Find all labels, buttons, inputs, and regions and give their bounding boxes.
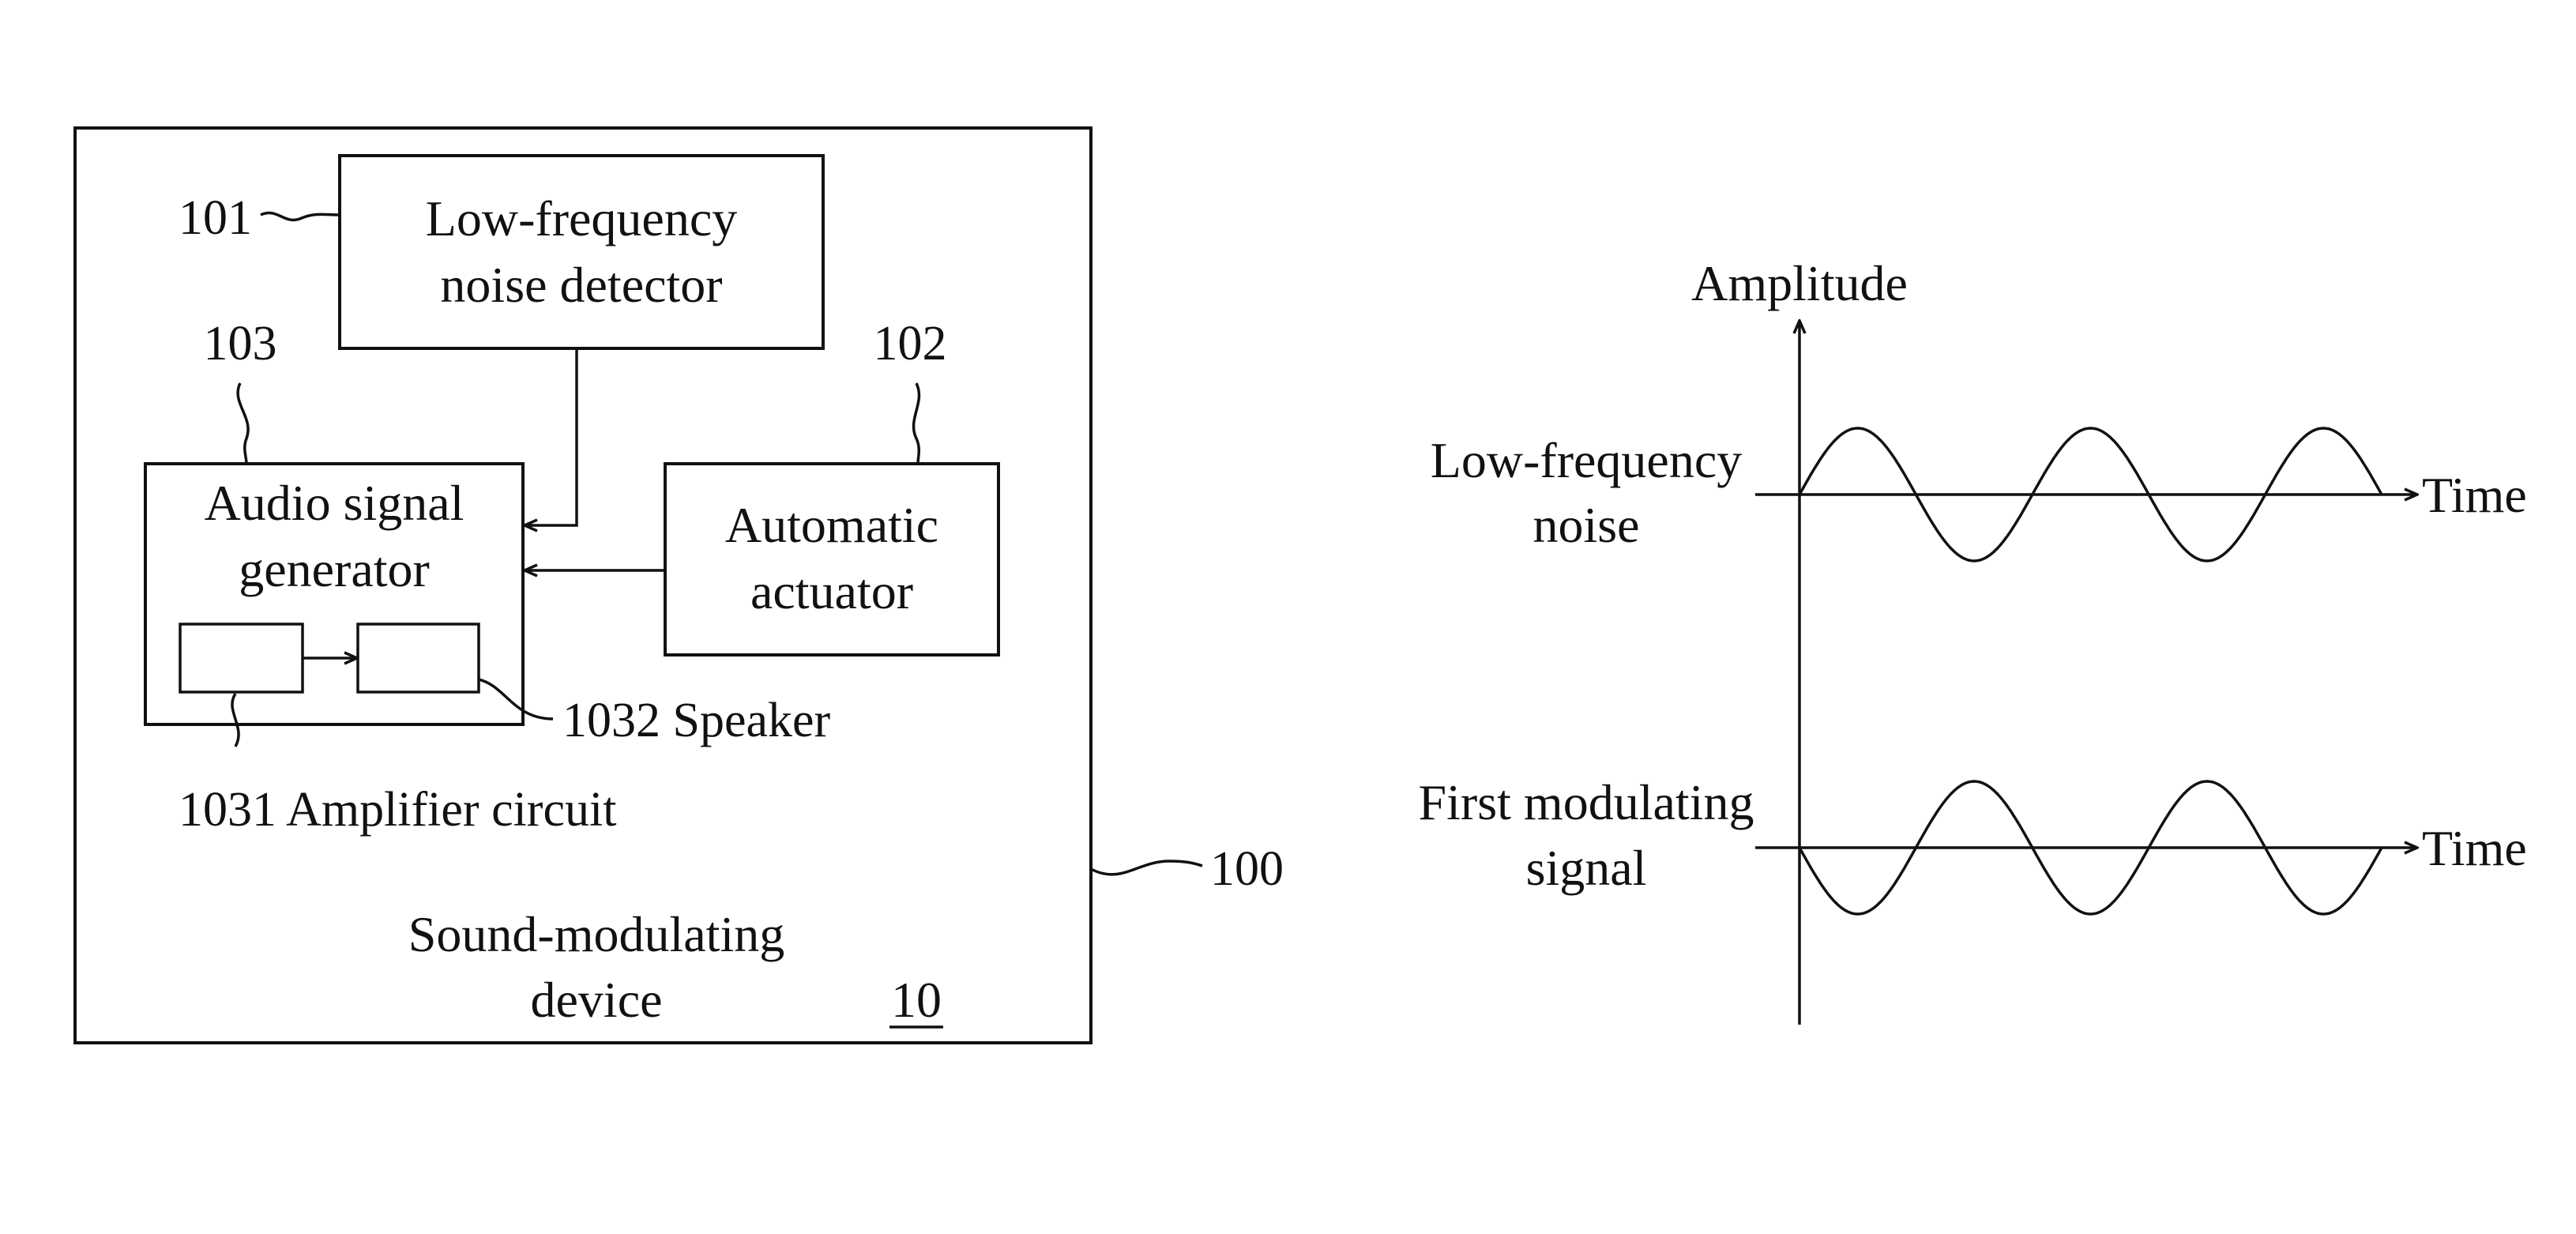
top-signal-label-line2: noise (1532, 497, 1639, 553)
device-number: 10 (891, 972, 942, 1028)
ref-102-leader (914, 383, 919, 464)
automatic-actuator-label-line2: actuator (750, 563, 913, 619)
speaker-label: 1032 Speaker (562, 694, 831, 747)
noise-detector-label-line2: noise detector (440, 257, 722, 313)
noise-detector-box (340, 156, 823, 348)
waveform-plot: Amplitude Time Time Low-frequency noise … (1419, 255, 2527, 1025)
block-diagram: Low-frequency noise detector Audio signa… (75, 128, 1284, 1043)
amplifier-circuit-box (180, 624, 303, 692)
ref-100-leader (1091, 861, 1202, 875)
ref-103-leader (238, 383, 248, 464)
automatic-actuator-box (665, 464, 998, 655)
bottom-signal-label-line2: signal (1526, 840, 1647, 896)
bottom-signal-label-line1: First modulating (1419, 774, 1754, 830)
bottom-time-label: Time (2422, 820, 2527, 876)
audio-generator-label-line1: Audio signal (205, 475, 464, 531)
ref-101: 101 (179, 191, 252, 245)
top-signal-label-line1: Low-frequency (1431, 432, 1742, 488)
ref-102: 102 (874, 317, 947, 371)
ref-103: 103 (204, 317, 277, 371)
device-caption-line1: Sound-modulating (408, 906, 784, 962)
amplitude-axis-label: Amplitude (1691, 255, 1908, 311)
audio-generator-label-line2: generator (239, 541, 430, 597)
device-caption-line2: device (531, 972, 663, 1028)
ref-101-leader (261, 213, 338, 220)
amplifier-circuit-label: 1031 Amplifier circuit (179, 783, 616, 837)
noise-detector-label-line1: Low-frequency (426, 190, 737, 246)
ref-100: 100 (1210, 842, 1284, 896)
top-time-label: Time (2422, 467, 2527, 523)
speaker-leader (479, 679, 553, 719)
amplifier-leader (232, 694, 239, 747)
detector-to-generator-arrow (525, 348, 577, 525)
speaker-box (358, 624, 479, 692)
automatic-actuator-label-line1: Automatic (725, 497, 938, 553)
